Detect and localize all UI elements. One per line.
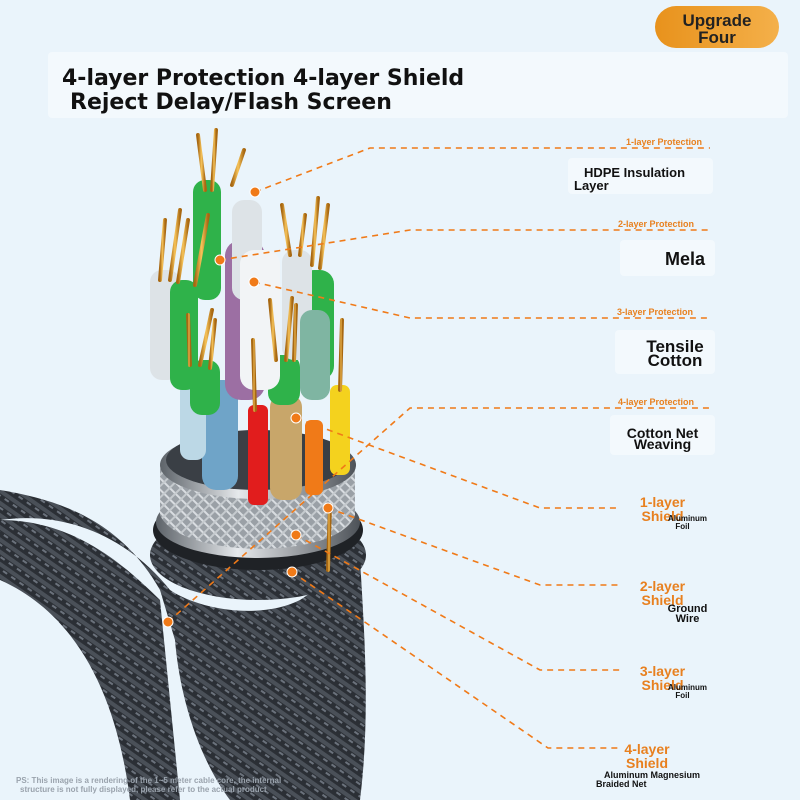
footnote: PS: This image is a rendering of the 1~5… <box>16 776 281 794</box>
label-panel-3 <box>615 330 715 374</box>
footnote-line-1: PS: This image is a rendering of the 1~5… <box>16 776 282 785</box>
protection-name-2: Mela <box>640 250 730 268</box>
title-panel <box>48 52 788 118</box>
shield-4-title-line-2: Shield <box>625 755 668 771</box>
shield-3-title-line-2: Shield <box>641 677 684 693</box>
leader-shield-1 <box>295 417 620 509</box>
protection-name-3: Tensile Cotton <box>630 337 720 370</box>
shield-3-sub-line-2: Foil <box>675 691 690 700</box>
badge-line-2: Four <box>698 28 736 47</box>
shield-2-sub-line-2: Wire <box>675 613 700 625</box>
protection-name-4-line-1: Cotton Net <box>626 425 699 441</box>
protection-name-1-line-2: Layer <box>574 178 609 193</box>
protection-name-1-line-1: HDPE Insulation <box>583 165 686 180</box>
leader-protection-1 <box>254 147 710 193</box>
protection-name-3-line-2: Cotton <box>647 351 703 370</box>
shield-label-2: 2-layer Shield Ground Wire <box>620 579 715 625</box>
shield-3-sub-line-1: Aluminum <box>667 683 708 692</box>
shield-1-title-line-2: Shield <box>641 508 684 524</box>
shield-4-sub-line-2: Braided Net <box>596 779 647 789</box>
leader-shield-4 <box>291 571 620 749</box>
shield-3-title-line-1: 3-layer <box>639 663 686 679</box>
shield-label-3: 3-layer Shield Aluminum Foil <box>620 664 715 700</box>
leader-shield-2 <box>327 507 620 586</box>
protection-tag-2: 2-layer Protection <box>618 219 695 229</box>
protection-name-4: Cotton Net Weaving <box>610 425 715 452</box>
shield-4-sub-line-1: Aluminum Magnesium <box>603 770 700 780</box>
headline-line-2: Reject Delay/Flash Screen <box>70 90 392 115</box>
leader-shield-3 <box>295 534 620 671</box>
shield-2-title-line-2: Shield <box>641 592 684 608</box>
protection-tag-1: 1-layer Protection <box>626 137 703 147</box>
protection-name-4-line-2: Weaving <box>633 436 692 452</box>
footnote-line-2: structure is not fully displayed, please… <box>20 785 267 794</box>
braided-jacket <box>0 490 366 800</box>
label-panel-2 <box>620 240 715 276</box>
protection-tag-3: 3-layer Protection <box>617 307 694 317</box>
upgrade-badge: Upgrade Four <box>655 6 779 48</box>
headline-line-1: 4-layer Protection 4-layer Shield <box>62 66 465 91</box>
shield-1-sub-line-2: Foil <box>675 522 690 531</box>
shield-2-title-line-1: 2-layer <box>639 578 686 594</box>
shield-1-sub-line-1: Aluminum <box>667 514 708 523</box>
shield-label-4: 4-layer Shield Aluminum Magnesium Braide… <box>592 742 712 789</box>
shield-4-title-line-1: 4-layer <box>624 741 670 757</box>
shield-2-sub-line-1: Ground <box>667 603 708 615</box>
badge-line-1: Upgrade <box>682 11 752 30</box>
protection-tag-4: 4-layer Protection <box>618 397 695 407</box>
label-panel-4 <box>610 415 715 455</box>
leader-protection-2 <box>219 229 710 261</box>
label-panel-1 <box>568 158 713 194</box>
shield-label-1: 1-layer Shield Aluminum Foil <box>620 495 715 531</box>
protection-name-2-line-1: Mela <box>664 249 706 269</box>
protection-name-1: HDPE Insulation Layer <box>562 166 707 192</box>
leader-protection-4 <box>167 407 710 623</box>
protection-name-3-line-1: Tensile <box>646 337 704 356</box>
shield-1-title-line-1: 1-layer <box>639 494 686 510</box>
